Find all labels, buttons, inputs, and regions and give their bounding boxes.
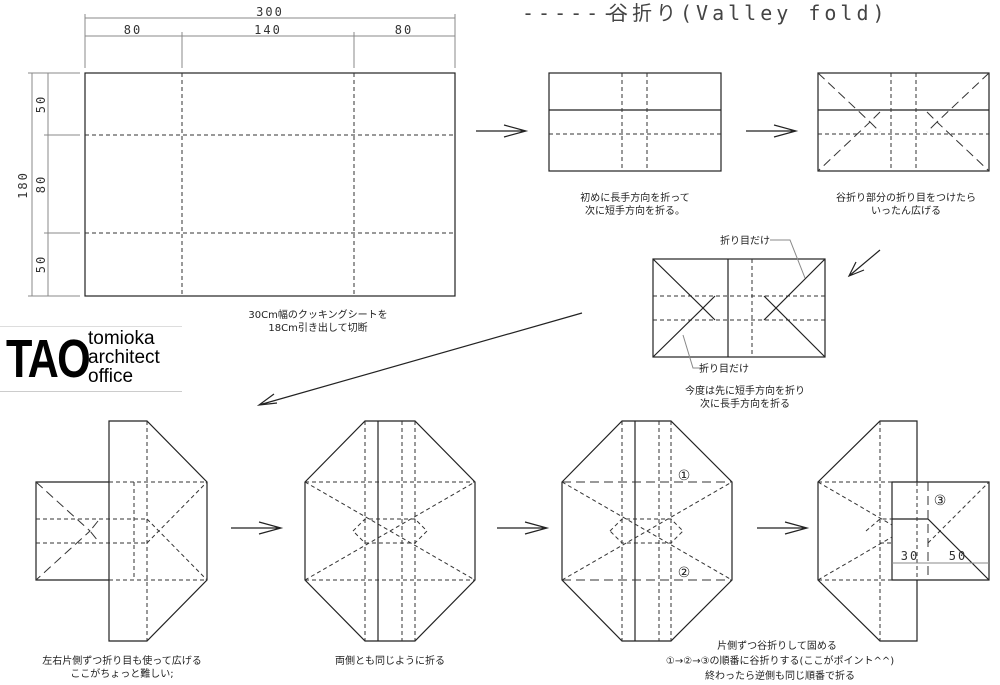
- step4-note-top: 折り目だけ: [720, 234, 770, 247]
- step3-caption-1: 谷折り部分の折り目をつけたら: [836, 191, 976, 204]
- step2-caption-1: 初めに長手方向を折って: [580, 191, 690, 204]
- step1-caption-2: 18Cm引き出して切断: [268, 321, 367, 334]
- dim-height-2: 80: [34, 175, 48, 193]
- logo-mark: TAO: [6, 329, 91, 389]
- logo-line-2: architect: [88, 347, 160, 368]
- step2-fold: [548, 72, 722, 172]
- logo-line-1: tomioka: [88, 328, 155, 349]
- dim-flap-1: 30: [901, 549, 919, 563]
- step3-caption-2: いったん広げる: [871, 204, 941, 217]
- step1-caption-1: 30Cm幅のクッキングシートを: [248, 308, 387, 321]
- step3-fold: [817, 72, 990, 172]
- dim-total-width: 300: [256, 5, 284, 19]
- arrow-icon: [231, 124, 881, 535]
- step5-fold: [35, 420, 208, 642]
- step4-caption-1: 今度は先に短手方向を折り: [685, 384, 805, 397]
- step7-caption-3: 終わったら逆側も同じ順番で折る: [705, 669, 855, 682]
- marker-3: ③: [934, 493, 947, 509]
- marker-1: ①: [678, 468, 691, 484]
- legend-label: 谷折り(Valley fold): [608, 1, 889, 25]
- dim-height-1: 50: [34, 95, 48, 113]
- step7-fold: [561, 420, 733, 642]
- step1-sheet: [84, 72, 456, 297]
- dim-width-2: 140: [254, 23, 282, 37]
- logo-text: tomioka architect office: [88, 329, 160, 386]
- dim-total-height: 180: [16, 171, 30, 199]
- step5-caption-2: ここがちょっと難しい;: [70, 667, 173, 680]
- step4-fold: [652, 239, 826, 369]
- dim-width-1: 80: [124, 23, 142, 37]
- step4-note-bottom: 折り目だけ: [699, 362, 749, 375]
- step7-caption-1: 片側ずつ谷折りして固める: [717, 639, 837, 652]
- marker-2: ②: [678, 565, 691, 581]
- step5-caption-1: 左右片側ずつ折り目も使って広げる: [42, 654, 202, 667]
- height-dimensions: 180 50 80 50: [16, 72, 80, 297]
- step6-fold: [304, 420, 476, 642]
- logo-line-3: office: [88, 366, 134, 387]
- step6-caption: 両側とも同じように折る: [335, 654, 445, 667]
- dim-width-3: 80: [395, 23, 413, 37]
- dim-height-3: 50: [34, 255, 48, 273]
- legend-line-sample: ------: [522, 1, 618, 25]
- dim-flap-2: 50: [949, 549, 967, 563]
- company-logo: TAO tomioka architect office: [0, 326, 182, 392]
- step7-caption-2: ①→②→③の順番に谷折りする(ここがポイント^^): [666, 654, 894, 667]
- step8-fold: [817, 420, 990, 642]
- width-dimensions: 300 80 140 80: [84, 5, 456, 68]
- step2-caption-2: 次に短手方向を折る。: [585, 204, 685, 217]
- step4-caption-2: 次に長手方向を折る: [700, 397, 790, 410]
